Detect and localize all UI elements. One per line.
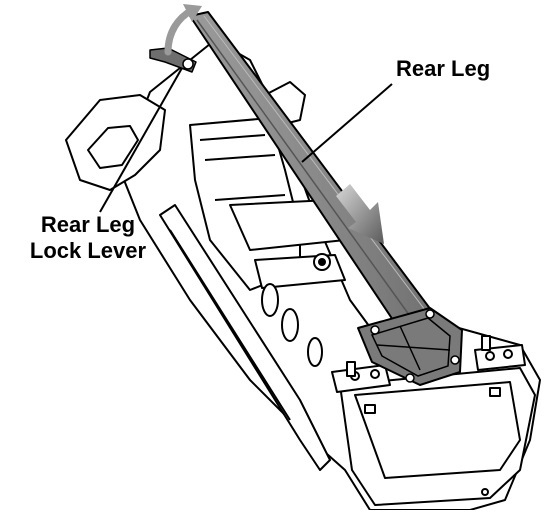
- main-frame: [65, 39, 541, 511]
- leader-lock-lever: [99, 67, 183, 213]
- curved-arrow-icon: [164, 4, 202, 56]
- leader-rear-leg: [301, 83, 393, 163]
- callout-lock-lever-line2: Lock Lever: [29, 238, 147, 263]
- callout-rear-leg-lock-lever: Rear Leg Lock Lever: [14, 212, 162, 264]
- callout-rear-leg: Rear Leg: [396, 56, 491, 81]
- callout-leaders: [99, 67, 393, 213]
- rear-leg-lock-lever: [149, 47, 197, 73]
- rear-leg: [189, 11, 463, 386]
- callout-lock-lever-line1: Rear Leg: [40, 212, 136, 237]
- down-right-arrow-icon: [336, 184, 384, 244]
